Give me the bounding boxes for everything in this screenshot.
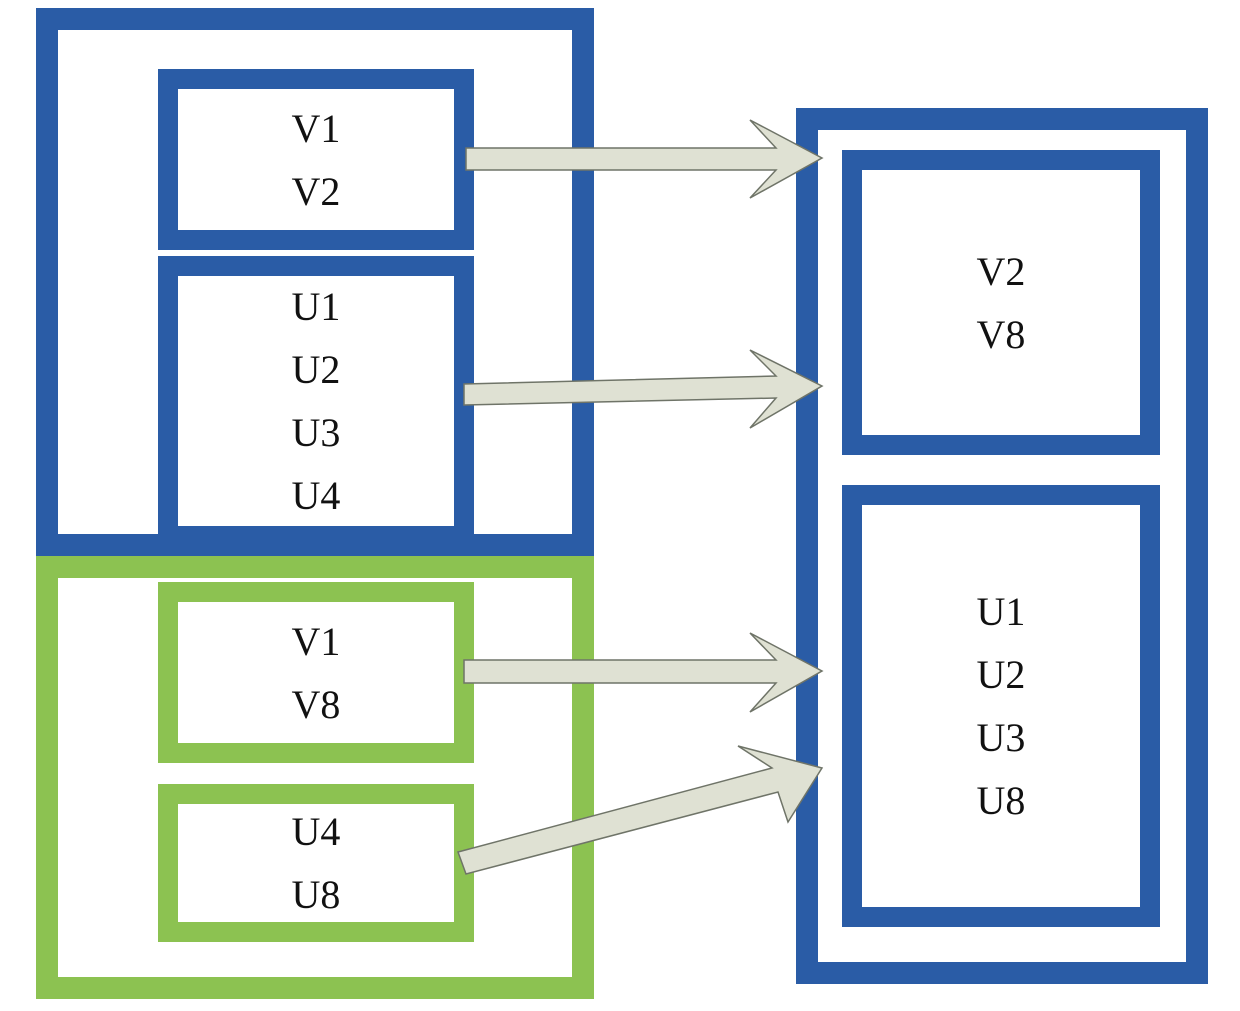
label: V2	[976, 248, 1026, 294]
label: U4	[291, 473, 341, 518]
label: U2	[976, 652, 1026, 697]
label: U8	[291, 872, 341, 917]
label: U4	[291, 809, 341, 854]
label: V8	[976, 311, 1026, 357]
label: V2	[291, 168, 341, 214]
arrow-green-v-to-right-u	[463, 632, 824, 713]
right-u-box: U1 U2 U3 U8	[842, 485, 1160, 927]
label: V8	[291, 681, 341, 727]
label: V1	[291, 105, 341, 151]
left-blue-v-box: V1 V2	[158, 69, 474, 250]
arrow-green-u-to-right-u	[457, 745, 824, 875]
label: U2	[291, 347, 341, 392]
left-green-u-box: U4 U8	[158, 784, 474, 942]
arrow-u-to-right-v	[463, 349, 824, 429]
arrow-v-to-right-v	[465, 119, 824, 199]
left-blue-u-box: U1 U2 U3 U4	[158, 256, 474, 546]
label: V1	[291, 618, 341, 664]
label: U3	[291, 410, 341, 455]
label: U8	[976, 778, 1026, 823]
label: U1	[291, 284, 341, 329]
right-v-box: V2 V8	[842, 150, 1160, 455]
label: U1	[976, 589, 1026, 634]
label: U3	[976, 715, 1026, 760]
left-green-v-box: V1 V8	[158, 582, 474, 763]
